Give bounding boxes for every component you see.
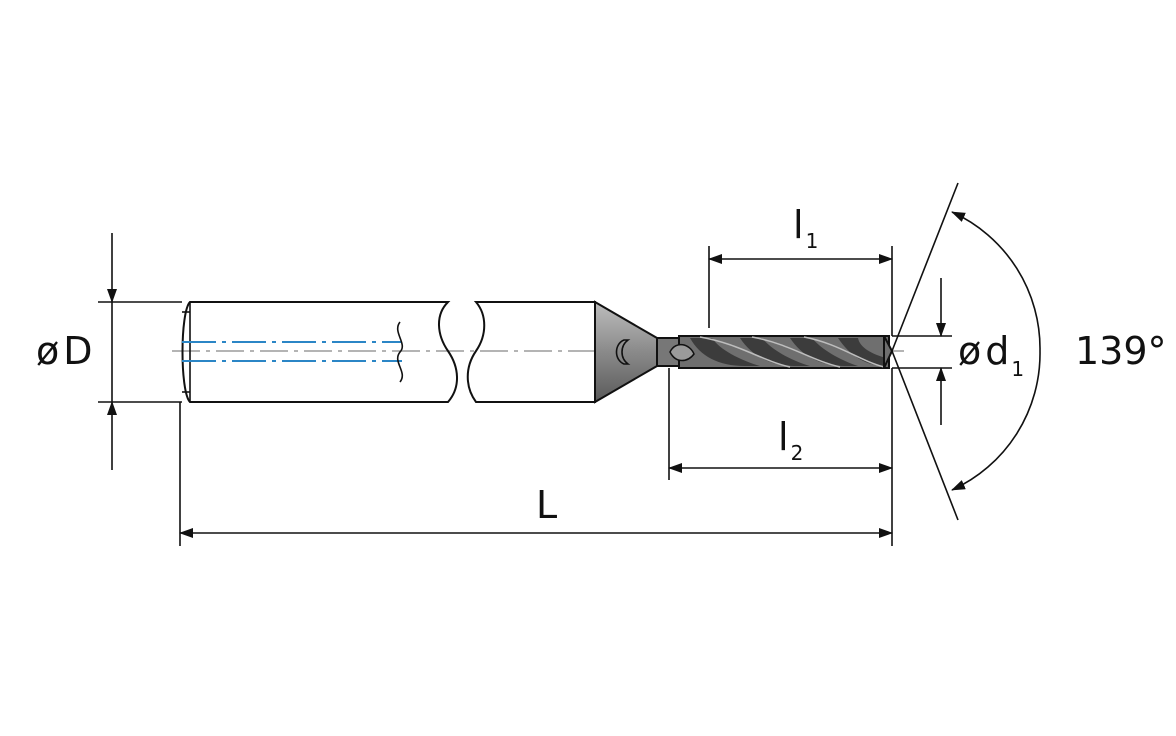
dim-point-angle: 139° <box>891 182 1167 521</box>
point-angle-label: 139° <box>1075 329 1167 373</box>
transition-cone <box>594 300 658 404</box>
dim-total-length: L <box>179 402 893 546</box>
shank-right <box>466 301 596 403</box>
shank <box>181 301 458 403</box>
fluted-body <box>669 335 894 369</box>
total-length-label: L <box>536 483 557 527</box>
